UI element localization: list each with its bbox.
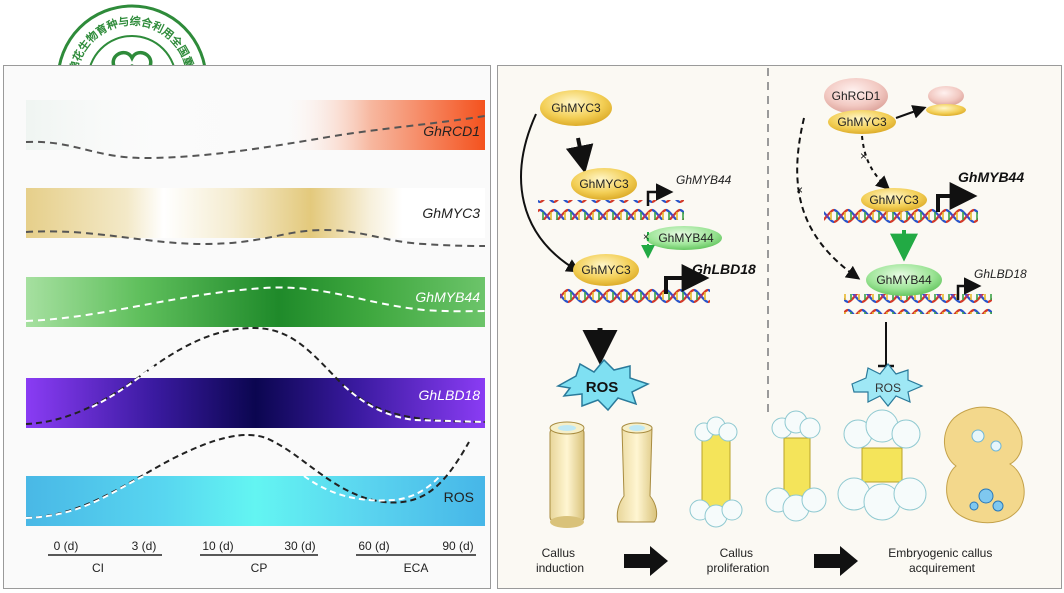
callus-embryogenic-2 [944,406,1025,524]
gene-label-rcd1: GhRCD1 [423,123,480,139]
dna-strand-4 [844,294,992,314]
protein-rcd1 [824,78,888,114]
inhibition-cross-1: × [643,232,649,243]
protein-myc3-top [540,90,612,126]
expression-curve-ros-overlay [25,475,441,519]
gene-label-lbd18-2: GhLBD18 [974,267,1027,281]
expression-curve-ros [25,434,470,519]
expression-curve-rcd1 [25,115,486,160]
tick-label: 60 (d) [358,539,389,553]
arrow-myc3-down [565,137,594,174]
stage-label-cp: CP [251,561,268,575]
stage-label-callus-proliferation: Callus proliferation [707,546,770,575]
dna-strand-2 [560,288,710,308]
stage-arrow-2 [814,546,858,576]
protein-label: GhMYB44 [658,231,714,245]
inhibition-cross-3: × [860,149,867,163]
ros-label-2: ROS [875,381,901,395]
expression-profile-panel: GhRCD1 GhMYC3 GhMYB44 GhLBD18 ROS 0 (d) … [3,65,491,589]
callus-explant-2 [616,422,658,523]
ros-label-1: ROS [586,379,619,396]
stage-label-ci: CI [92,561,104,575]
arrow-myc3-to-lbd18 [520,113,581,273]
ros-burst-2 [851,363,924,407]
expression-curve-lbd18-overlay [91,365,486,423]
protein-label: GhMYB44 [876,273,932,287]
promoter-arrow-1 [646,183,674,206]
protein-myc3-complex [828,110,896,134]
dna-strand-1 [538,200,684,220]
protein-myb44-2 [866,264,942,296]
ros-burst-1 [555,358,650,412]
protein-myc3-bound-2 [573,254,639,286]
tick-label: 90 (d) [442,539,473,553]
protein-label: GhRCD1 [832,89,881,103]
protein-label: GhMYC3 [581,263,631,277]
degraded-protein-yellow [926,104,966,116]
gene-band-myb44 [26,277,485,327]
protein-label: GhMYC3 [551,101,601,115]
callus-explant-1 [549,421,585,528]
gene-band-rcd1 [26,100,485,150]
protein-label: GhMYC3 [869,193,919,207]
gene-label-myb44-2: GhMYB44 [958,169,1024,185]
gene-label-myc3: GhMYC3 [422,205,480,221]
gene-label-ros: ROS [444,489,474,505]
arrow-to-degradation [895,105,927,119]
stage-label-callus-induction: Callus induction [536,546,584,575]
callus-proliferation-2 [765,410,827,522]
expression-curve-myb44 [25,286,486,322]
promoter-arrow-3 [936,182,978,212]
mechanism-panel: GhMYC3 GhMYC3 GhMYB44 GhMYB44 × GhMYC3 G… [497,65,1062,589]
gene-label-lbd18: GhLBD18 [419,387,481,403]
degraded-protein-pink [928,86,964,106]
protein-myb44-1 [646,226,722,250]
stage-label-embryogenic: Embryogenic callus acquirement [888,546,995,575]
tick-label: 0 (d) [54,539,79,553]
stage-arrow-1 [624,546,668,576]
promoter-arrow-4 [956,277,982,300]
protein-myc3-bound-1 [571,168,637,200]
inhibition-cross-2: × [796,183,803,197]
expression-diagram: GhRCD1 GhMYC3 GhMYB44 GhLBD18 ROS 0 (d) … [25,100,486,575]
tick-label: 30 (d) [284,539,315,553]
gene-band-ros [26,476,485,526]
gene-label-lbd18-1: GhLBD18 [692,261,756,277]
gene-label-myb44-1: GhMYB44 [676,173,732,187]
tick-label: 3 (d) [132,539,157,553]
protein-label: GhMYC3 [837,115,887,129]
callus-embryogenic-1 [837,409,927,521]
tick-label: 10 (d) [202,539,233,553]
callus-proliferation-1 [689,416,743,528]
stage-label-eca: ECA [404,561,429,575]
arrow-myc3-dashed-long [796,117,861,280]
mechanism-diagram: GhMYC3 GhMYC3 GhMYB44 GhMYB44 × GhMYC3 G… [520,68,1027,576]
gene-band-myc3 [26,188,485,238]
timeline: 0 (d) 3 (d) 10 (d) 30 (d) 60 (d) 90 (d) … [48,539,476,575]
gene-label-myb44: GhMYB44 [415,289,480,305]
protein-myc3-bound-3 [861,188,927,212]
protein-label: GhMYC3 [579,177,629,191]
expression-curve-myc3 [25,228,486,247]
promoter-arrow-2 [664,264,710,294]
